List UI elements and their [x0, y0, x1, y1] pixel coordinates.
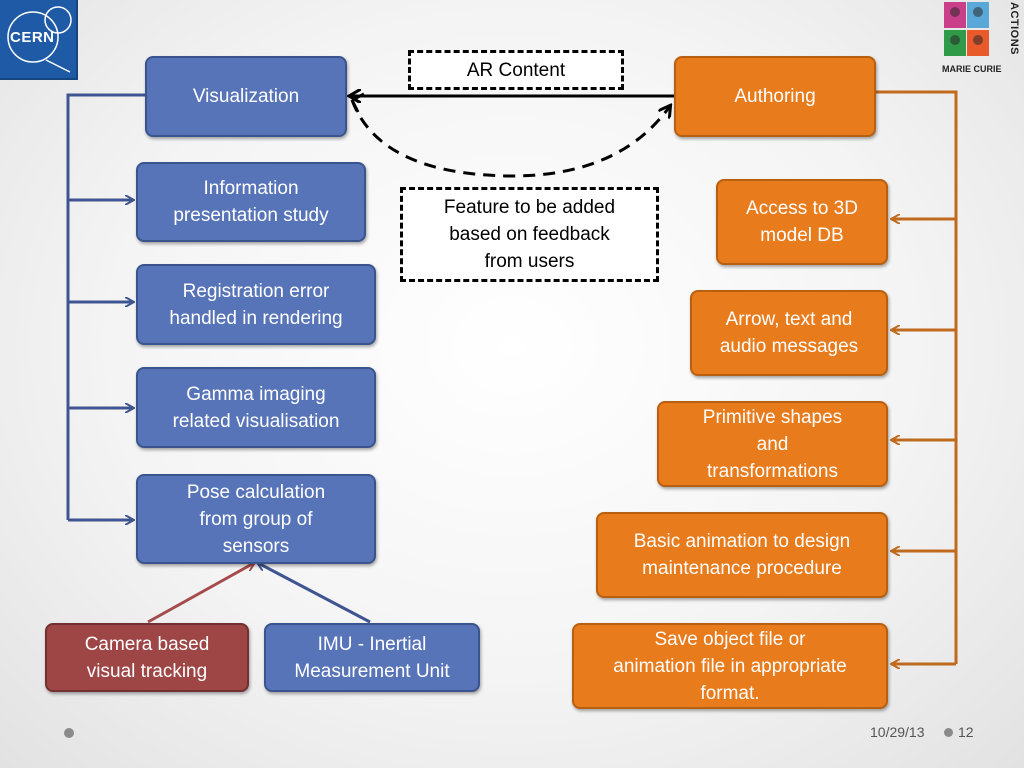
save-object-node: Save object file or animation file in ap…	[572, 623, 888, 709]
gamma-imaging-node: Gamma imaging related visualisation	[136, 367, 376, 448]
visualization-branches	[66, 93, 146, 520]
footer-left-dot	[64, 728, 74, 738]
camera-tracking-node: Camera based visual tracking	[45, 623, 249, 692]
cern-logo-text: CERN	[10, 29, 55, 46]
footer-separator-dot	[944, 728, 953, 737]
basic-animation-node: Basic animation to design maintenance pr…	[596, 512, 888, 598]
pose-calculation-node: Pose calculation from group of sensors	[136, 474, 376, 564]
slide-date: 10/29/13	[870, 724, 925, 740]
authoring-node: Authoring	[674, 56, 876, 137]
registration-error-node: Registration error handled in rendering	[136, 264, 376, 345]
ar-content-label: AR Content	[408, 50, 624, 90]
visualization-node: Visualization	[145, 56, 347, 137]
marie-curie-logo	[941, 0, 1024, 74]
access-3d-model-node: Access to 3D model DB	[716, 179, 888, 265]
camera-to-pose-arrow	[147, 563, 254, 624]
portrait-icon	[950, 7, 983, 45]
feedback-note: Feature to be added based on feedback fr…	[400, 187, 659, 282]
primitive-shapes-node: Primitive shapes and transformations	[657, 401, 888, 487]
imu-node: IMU - Inertial Measurement Unit	[264, 623, 480, 692]
actions-text: ACTIONS	[1008, 2, 1020, 55]
feedback-curve	[350, 99, 670, 178]
imu-to-pose-arrow	[258, 563, 371, 624]
marie-curie-text: MARIE CURIE	[942, 64, 1002, 74]
slide-number: 12	[958, 724, 974, 740]
authoring-branches	[876, 90, 958, 664]
information-presentation-node: Information presentation study	[136, 162, 366, 242]
arrow-text-audio-node: Arrow, text and audio messages	[690, 290, 888, 376]
cern-rings-icon	[7, 6, 72, 73]
cern-logo: CERN	[0, 0, 78, 80]
